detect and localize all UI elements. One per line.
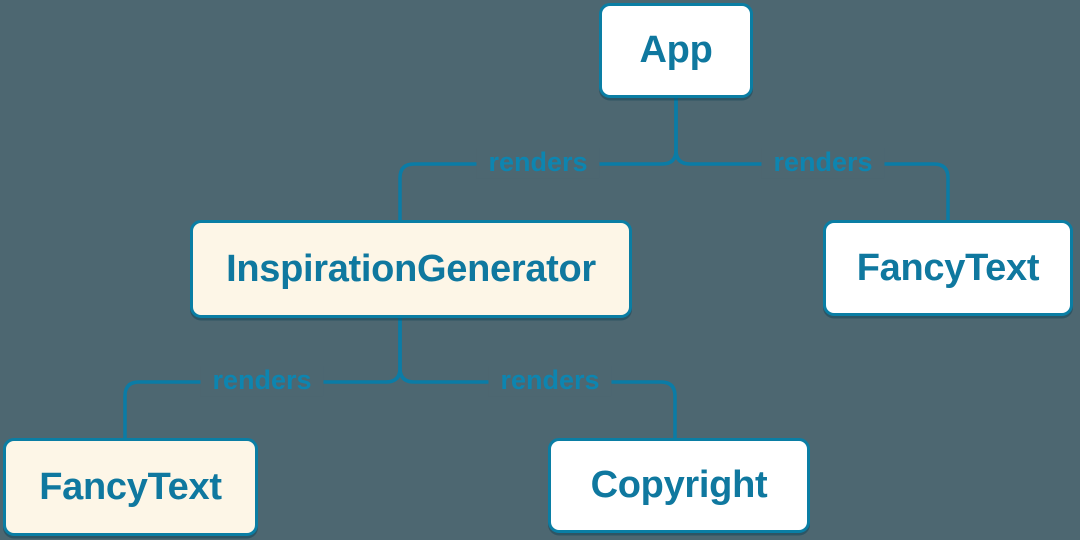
node-fancy-text-right: FancyText bbox=[823, 220, 1073, 316]
node-app-label: App bbox=[639, 29, 713, 71]
edge-label-renders: renders bbox=[200, 365, 324, 396]
edge-label-renders: renders bbox=[476, 147, 600, 178]
node-fancy-text-left: FancyText bbox=[3, 438, 258, 536]
node-fancy-text-right-label: FancyText bbox=[856, 246, 1040, 289]
node-fancy-text-left-label: FancyText bbox=[39, 465, 222, 508]
node-copyright-label: Copyright bbox=[590, 464, 768, 506]
node-inspiration-generator: InspirationGenerator bbox=[190, 220, 632, 318]
edge-label-renders: renders bbox=[761, 147, 885, 178]
node-copyright: Copyright bbox=[548, 438, 810, 533]
edge-label-renders: renders bbox=[488, 365, 612, 396]
node-app: App bbox=[599, 3, 753, 98]
node-inspiration-generator-label: InspirationGenerator bbox=[226, 247, 596, 290]
